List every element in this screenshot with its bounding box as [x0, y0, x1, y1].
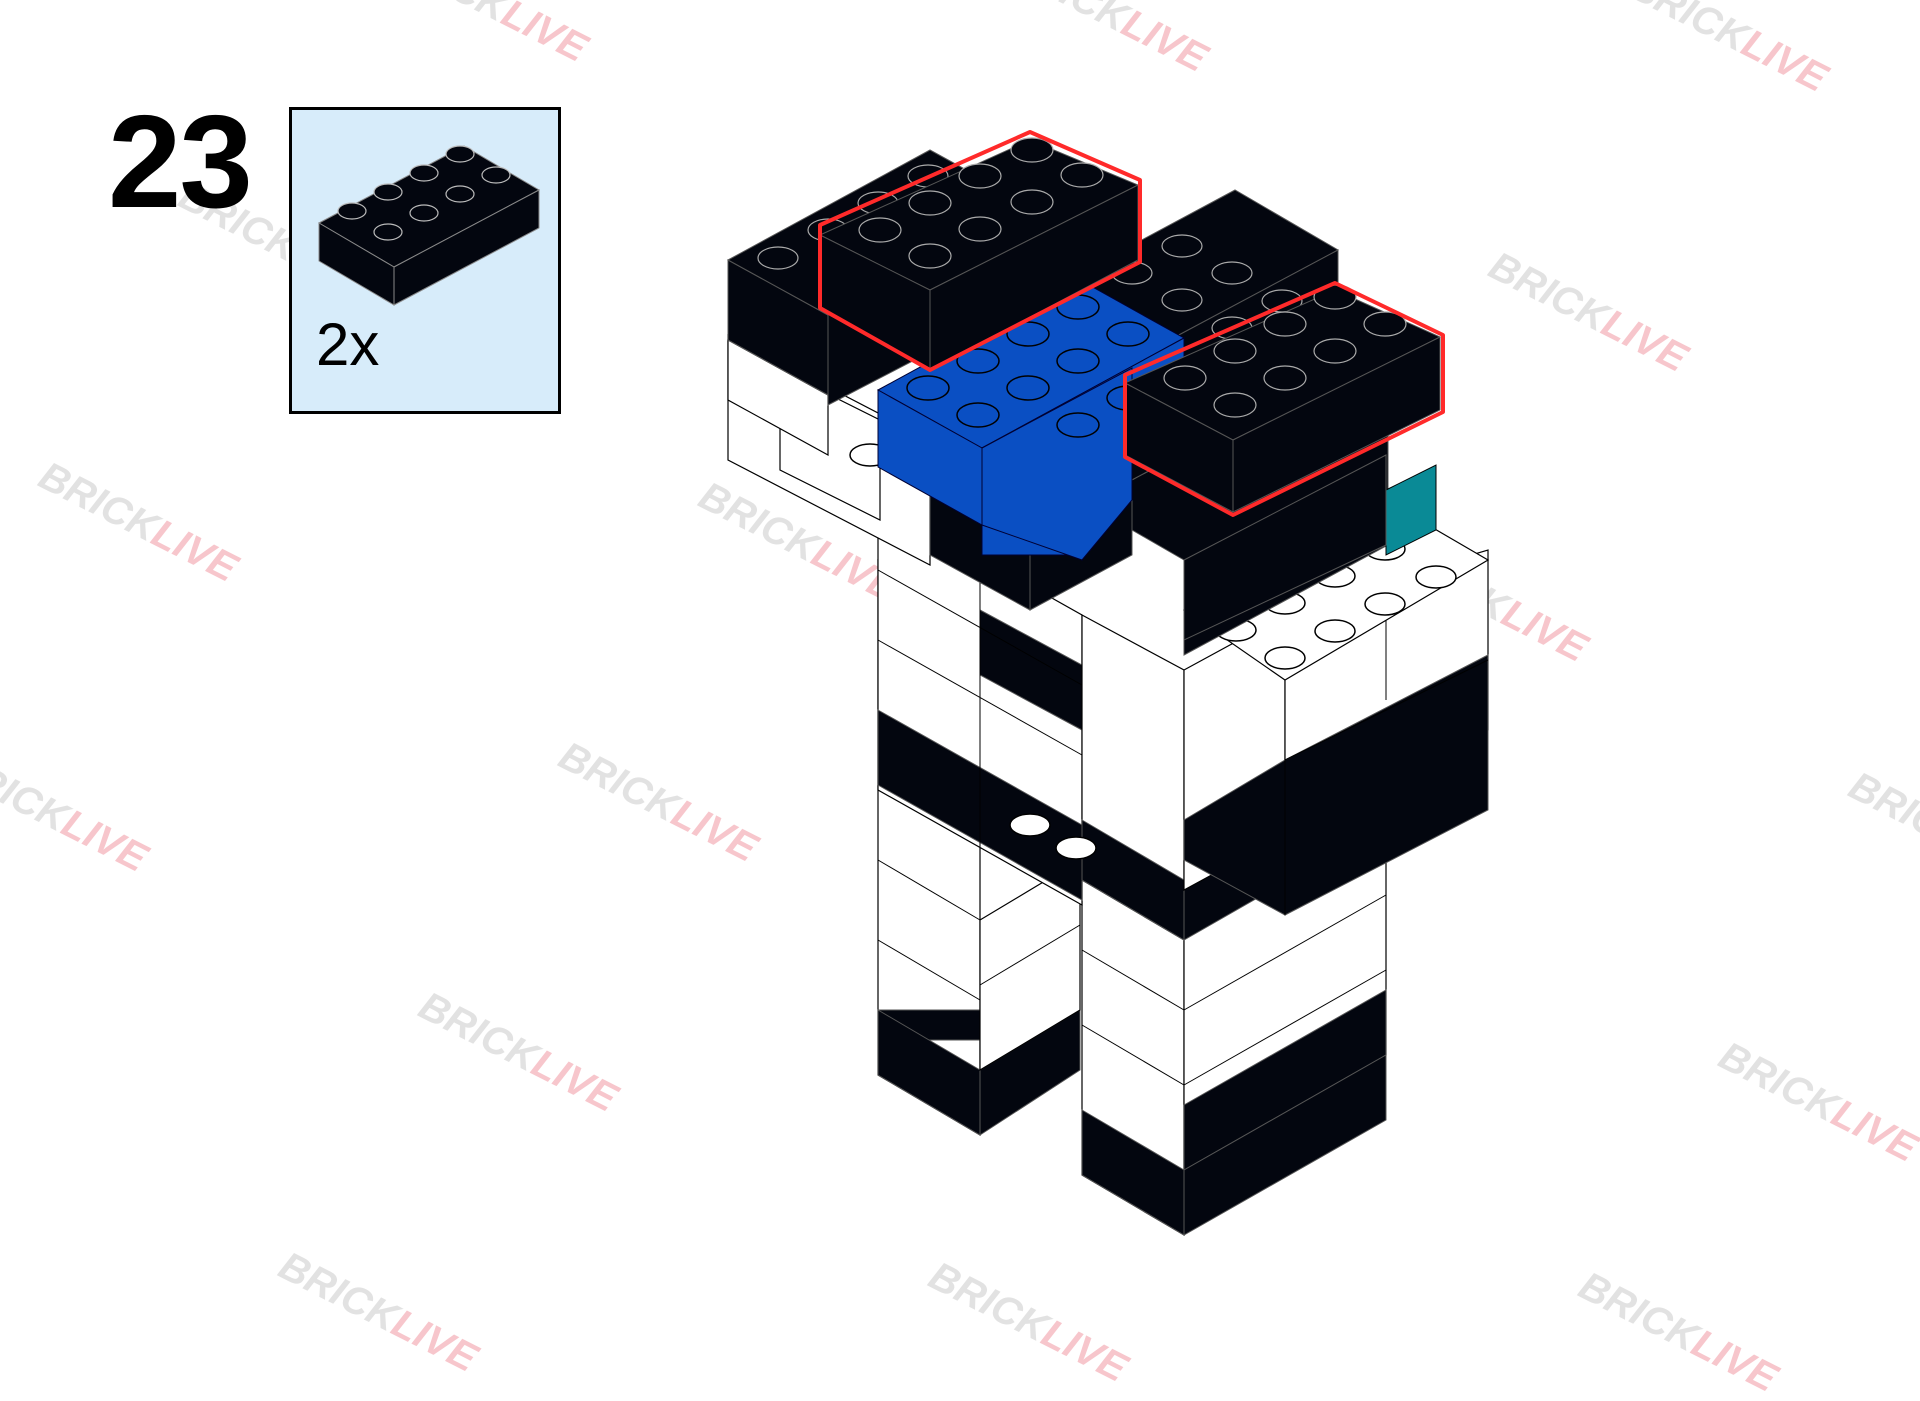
- parts-list-box: 2x: [289, 107, 561, 414]
- part-quantity: 2x: [316, 311, 380, 378]
- brick-2x4-part-icon: [317, 145, 541, 306]
- step-number: 23: [108, 88, 253, 235]
- model-illustration: .bk { fill: #03060f; stroke: #555; strok…: [726, 130, 1490, 1237]
